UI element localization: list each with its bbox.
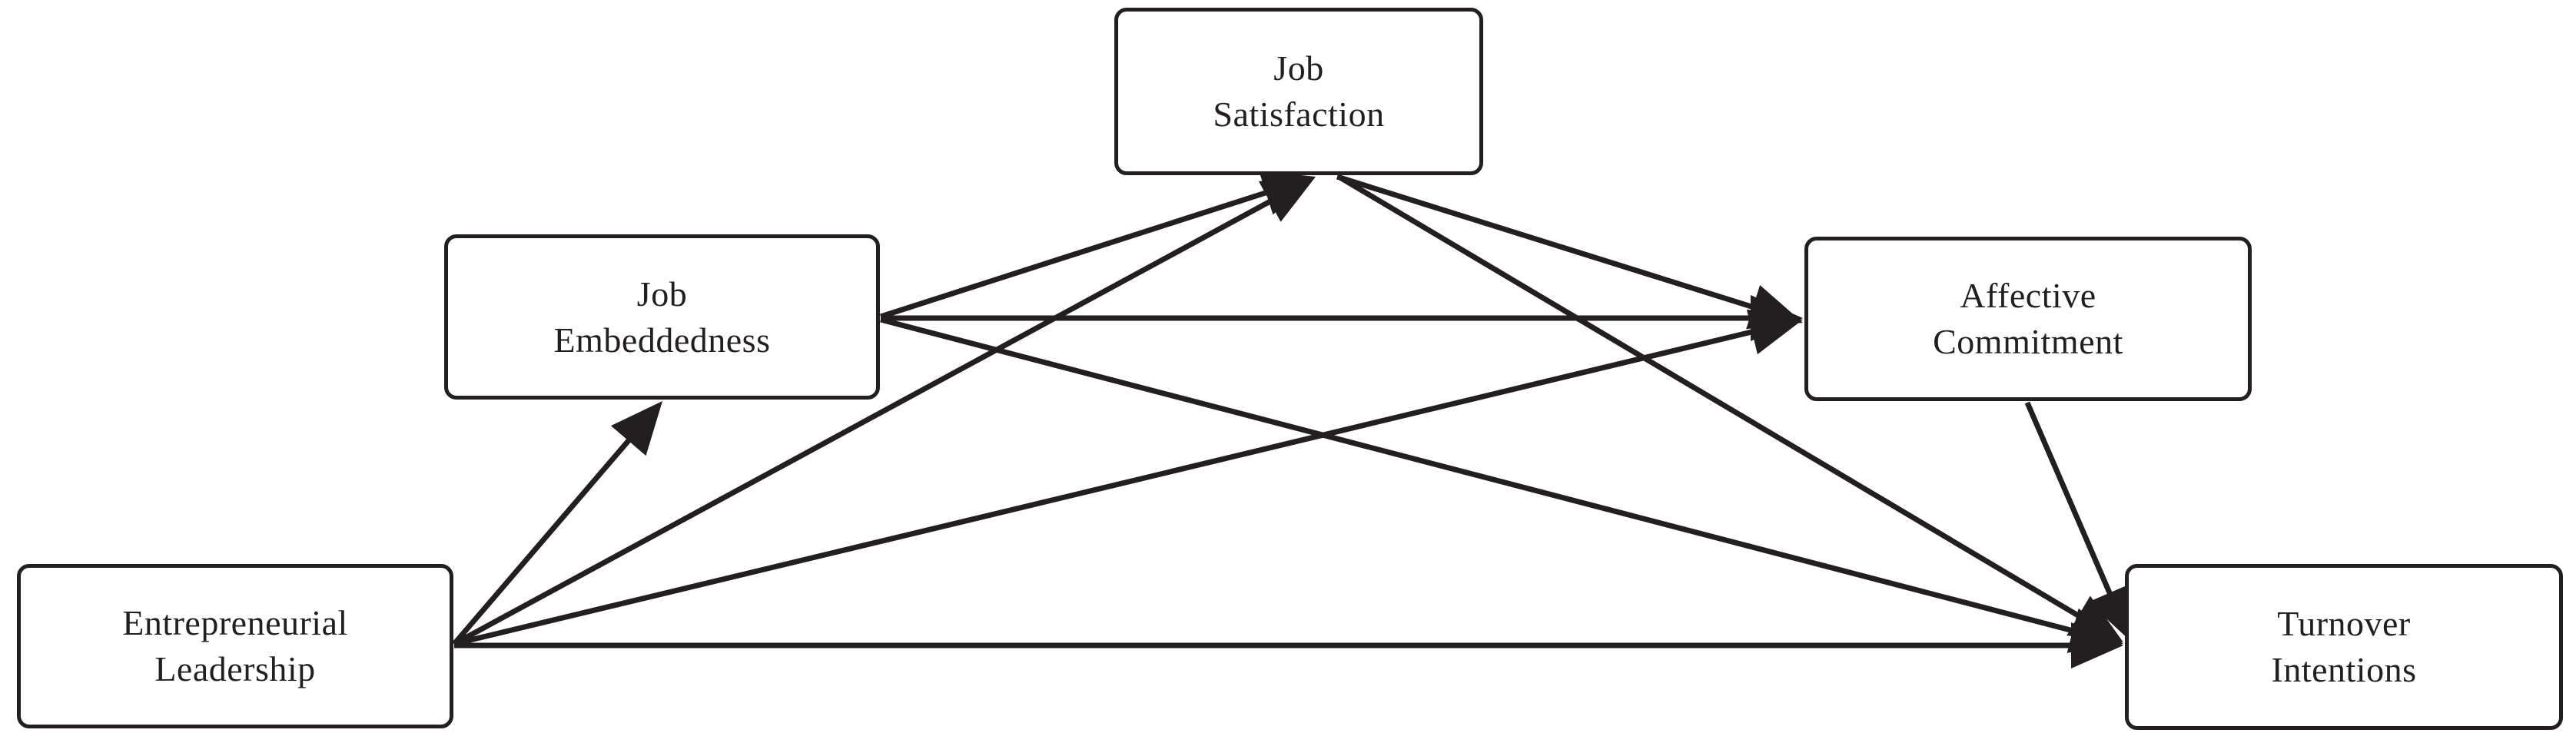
node-job-satisfaction[interactable]: Job Satisfaction — [1114, 8, 1483, 175]
edge-je-to-ac — [881, 295, 1803, 341]
edge-el-to-je — [452, 401, 662, 646]
edge-line — [880, 317, 2080, 635]
node-label-job-satisfaction: Job Satisfaction — [1213, 48, 1385, 134]
edge-line — [879, 188, 1273, 320]
edge-je-to-js — [879, 171, 1316, 320]
arrowhead-icon — [2088, 583, 2131, 641]
edge-el-to-ti — [454, 622, 2123, 668]
node-turnover-intentions[interactable]: Turnover Intentions — [2125, 564, 2563, 730]
arrowhead-icon — [1746, 285, 1803, 330]
arrowhead-icon — [610, 401, 662, 456]
node-label-turnover-intentions: Turnover Intentions — [2271, 604, 2417, 689]
node-entrepreneurial-leadership[interactable]: Entrepreneurial Leadership — [17, 564, 453, 728]
edge-line — [1336, 174, 1760, 312]
node-job-embeddedness[interactable]: Job Embeddedness — [444, 234, 880, 400]
edge-line — [1337, 174, 2086, 622]
edge-line — [453, 196, 1276, 647]
arrowhead-icon — [1259, 171, 1316, 215]
edge-line — [453, 327, 1759, 647]
node-affective-commitment[interactable]: Affective Commitment — [1804, 237, 2252, 401]
node-label-affective-commitment: Affective Commitment — [1933, 276, 2123, 361]
edge-js-to-ac — [1336, 174, 1803, 330]
arrowhead-icon — [2066, 595, 2123, 642]
edge-line — [452, 434, 635, 646]
edge-ac-to-ti — [2024, 401, 2131, 641]
node-label-job-embeddedness: Job Embeddedness — [553, 274, 771, 360]
edge-line — [2024, 401, 2115, 600]
node-label-entrepreneurial-leadership: Entrepreneurial Leadership — [122, 603, 348, 688]
edge-js-to-ti — [1337, 174, 2123, 642]
